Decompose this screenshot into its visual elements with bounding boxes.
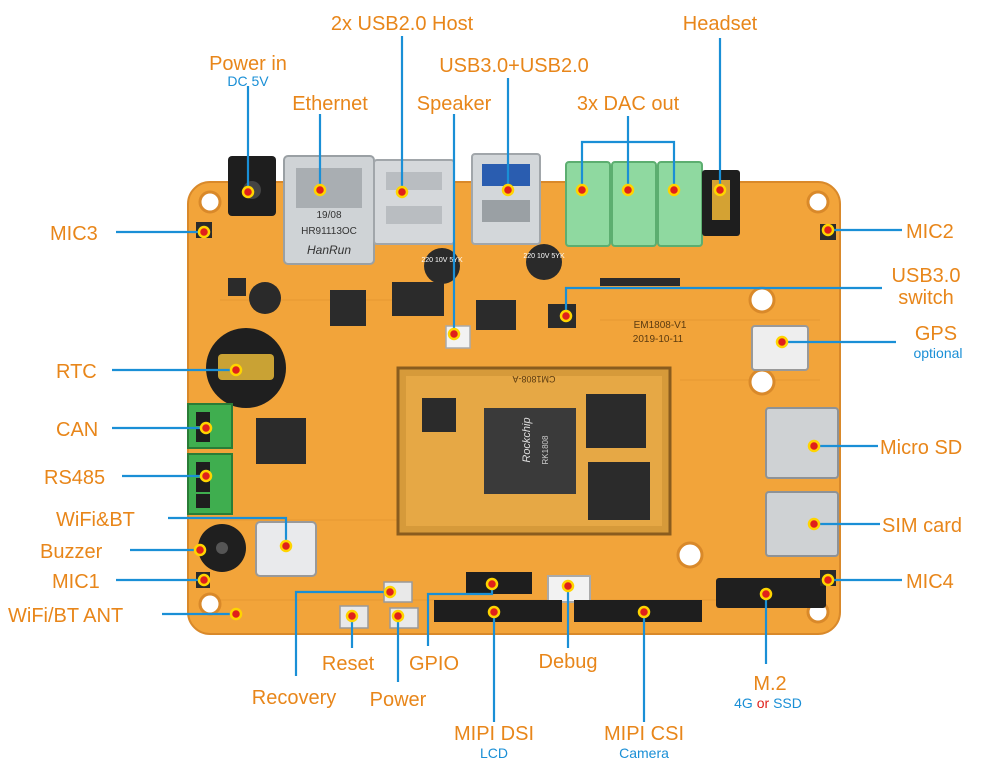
label-gps-sub: optional <box>913 345 962 361</box>
som-module: Rockchip RK1808 CM1808-A <box>396 366 672 536</box>
soc-text: RK1808 <box>541 435 550 464</box>
board-model: EM1808-V1 <box>634 320 687 331</box>
label-usb3-switch-1: USB3.0 <box>892 265 961 287</box>
label-mipi-dsi: MIPI DSI <box>454 723 534 745</box>
label-usb30-20: USB3.0+USB2.0 <box>439 55 589 77</box>
gpio-header <box>466 572 532 594</box>
label-reset: Reset <box>322 653 375 675</box>
label-buzzer: Buzzer <box>40 541 103 563</box>
label-rtc: RTC <box>56 361 97 383</box>
label-mic3: MIC3 <box>50 223 98 245</box>
cap1-text: 220 10V 5YK <box>421 257 463 264</box>
ethernet-port: 19/08 HR91113OC HanRun <box>283 155 375 265</box>
label-recovery: Recovery <box>252 687 336 709</box>
rs485-terminal <box>187 453 233 515</box>
label-power-in: Power in <box>209 53 287 75</box>
eth-brand: HanRun <box>307 243 351 257</box>
label-m2-sub: 4G or SSD <box>734 695 802 711</box>
capacitor-2: 220 10V 5YK <box>523 244 565 280</box>
label-m2-sub-b: SSD <box>773 695 802 711</box>
capacitor-1: 220 10V 5YK <box>421 248 463 284</box>
label-power-in-sub: DC 5V <box>227 73 269 89</box>
rtc-battery <box>206 328 286 408</box>
label-power: Power <box>370 689 427 711</box>
label-mipi-csi-sub: Camera <box>619 745 669 761</box>
som-text: CM1808-A <box>512 374 555 384</box>
markers <box>193 183 835 623</box>
label-usb-host: 2x USB2.0 Host <box>331 13 474 35</box>
label-dac-out: 3x DAC out <box>577 93 680 115</box>
rockchip-text: Rockchip <box>521 417 533 462</box>
label-wifi-bt: WiFi&BT <box>56 509 135 531</box>
label-sim-card: SIM card <box>882 515 962 537</box>
label-rs485: RS485 <box>44 467 105 489</box>
labels: Power in DC 5V 2x USB2.0 Host Ethernet U… <box>8 13 963 761</box>
label-usb3-switch-2: switch <box>898 287 954 309</box>
label-mipi-dsi-sub: LCD <box>480 745 508 761</box>
label-ethernet: Ethernet <box>292 93 368 115</box>
label-headset: Headset <box>683 13 758 35</box>
board-date: 2019-10-11 <box>633 334 684 345</box>
small-chips <box>228 278 680 464</box>
label-m2: M.2 <box>753 673 786 695</box>
label-speaker: Speaker <box>417 93 492 115</box>
label-mic1: MIC1 <box>52 571 100 593</box>
buzzer <box>198 524 246 572</box>
gps-module <box>751 325 809 371</box>
label-gpio: GPIO <box>409 653 459 675</box>
label-gps: GPS <box>915 323 957 345</box>
label-m2-sub-a: 4G <box>734 695 753 711</box>
cap2-text: 220 10V 5YK <box>523 253 565 260</box>
label-wifi-bt-ant: WiFi/BT ANT <box>8 605 123 627</box>
label-mic4: MIC4 <box>906 571 954 593</box>
eth-date: 19/08 <box>316 210 341 221</box>
usb2-host-port <box>373 159 455 245</box>
capacitor-3 <box>249 282 281 314</box>
usb3-port <box>471 153 541 245</box>
label-can: CAN <box>56 419 98 441</box>
label-m2-sub-or: or <box>757 695 770 711</box>
leader-lines <box>112 36 902 722</box>
label-micro-sd: Micro SD <box>880 437 962 459</box>
eth-part: HR91113OC <box>301 226 357 237</box>
dac-jacks <box>565 161 703 247</box>
label-mic2: MIC2 <box>906 221 954 243</box>
label-mipi-csi: MIPI CSI <box>604 723 684 745</box>
label-debug: Debug <box>539 651 598 673</box>
power-jack <box>228 156 276 216</box>
micro-sd-slot <box>765 407 839 479</box>
